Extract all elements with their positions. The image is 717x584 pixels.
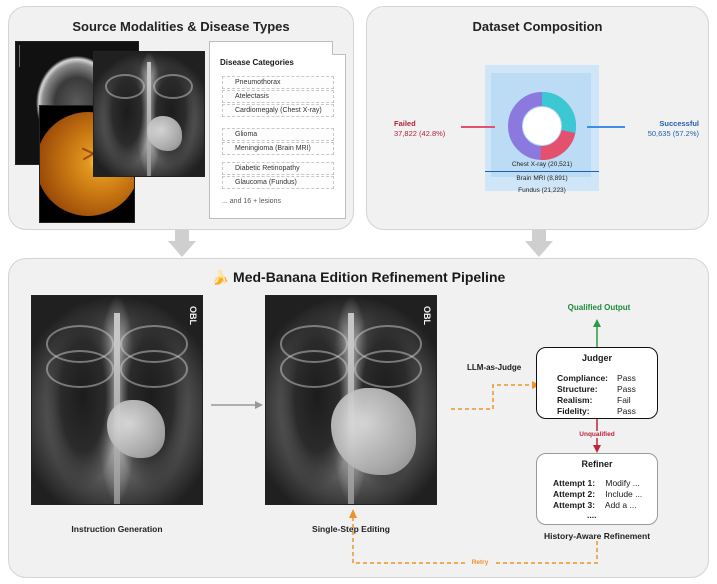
pipeline-title: Med-Banana Edition Refinement Pipeline	[233, 269, 506, 285]
donut-chart	[508, 92, 576, 160]
refiner-row: ....	[587, 510, 597, 520]
xray-marker: OBL	[188, 306, 198, 325]
refiner-row: Attempt 3: Add a ...	[553, 500, 637, 510]
xray-marker: OBL	[422, 306, 432, 325]
segment-label-chest: Chest X-ray (20,521)	[511, 161, 573, 168]
failed-connector	[461, 126, 495, 128]
segment-label-fundus: Fundus (21,223)	[518, 187, 566, 194]
category-item: Meningioma (Brain MRI)	[222, 142, 334, 155]
judge-arrow	[451, 381, 540, 410]
category-item: Cardiomegaly (Chest X-ray)	[222, 104, 334, 117]
category-item: Diabetic Retinopathy	[222, 162, 334, 175]
down-arrow-right	[525, 230, 553, 257]
category-item: Atelectasis	[222, 90, 334, 103]
pipeline-panel: 🍌 Med-Banana Edition Refinement Pipeline…	[8, 258, 709, 578]
chest-xray-edited: OBL	[265, 295, 437, 505]
judger-row: Compliance:Pass	[557, 373, 636, 383]
refiner-row: Attempt 2: Include ...	[553, 489, 643, 499]
category-item: Glaucoma (Fundus)	[222, 176, 334, 189]
qualified-arrow	[593, 319, 601, 347]
single-step-editing-label: Single-Step Editing	[312, 524, 390, 534]
judger-row: Fidelity:Pass	[557, 406, 636, 416]
banana-icon: 🍌	[211, 269, 230, 285]
category-item: Glioma	[222, 128, 334, 141]
composition-panel-title: Dataset Composition	[472, 19, 603, 34]
disease-categories-title: Disease Categories	[220, 58, 294, 67]
more-lesions-text: ... and 16 + lesions	[222, 198, 281, 205]
source-panel: Source Modalities & Disease Types Diseas…	[8, 6, 354, 230]
refiner-title: Refiner	[581, 459, 613, 469]
category-item: Pneumothorax	[222, 76, 334, 89]
down-arrow-left	[168, 230, 196, 257]
judger-row: Structure:Pass	[557, 384, 636, 394]
composition-panel: Dataset Composition Chest X-ray (20,521)…	[366, 6, 709, 230]
failed-label: Failed	[394, 119, 416, 128]
retry-label: Retry	[465, 559, 495, 566]
successful-label: Successful	[659, 119, 699, 128]
history-aware-label: History-Aware Refinement	[543, 531, 651, 541]
llm-as-judge-label: LLM-as-Judge	[467, 363, 522, 372]
step-arrow	[211, 401, 263, 409]
segment-divider	[485, 171, 599, 172]
unqualified-label: Unqualified	[569, 431, 625, 438]
successful-value: 50,635 (57.2%)	[647, 129, 699, 138]
segment-label-mri: Brain MRI (8,891)	[516, 175, 568, 182]
failed-value: 37,822 (42.8%)	[394, 129, 446, 138]
judger-row: Realism:Fail	[557, 395, 631, 405]
instruction-generation-label: Instruction Generation	[71, 524, 163, 534]
refiner-row: Attempt 1: Modify ...	[553, 478, 640, 488]
source-panel-title: Source Modalities & Disease Types	[72, 19, 290, 34]
judger-title: Judger	[581, 353, 612, 363]
refiner-box: Refiner Attempt 1: Modify ... Attempt 2:…	[536, 453, 658, 525]
pipeline-title-row: 🍌 Med-Banana Edition Refinement Pipeline	[9, 269, 708, 286]
judger-box: Judger Compliance:Pass Structure:Pass Re…	[536, 347, 658, 419]
chest-xray-thumbnail	[93, 51, 205, 177]
qualified-output-label: Qualified Output	[567, 303, 631, 312]
successful-connector	[587, 126, 625, 128]
chest-xray-original: OBL	[31, 295, 203, 505]
disease-categories-card: Disease Categories Pneumothorax Atelecta…	[209, 41, 346, 219]
